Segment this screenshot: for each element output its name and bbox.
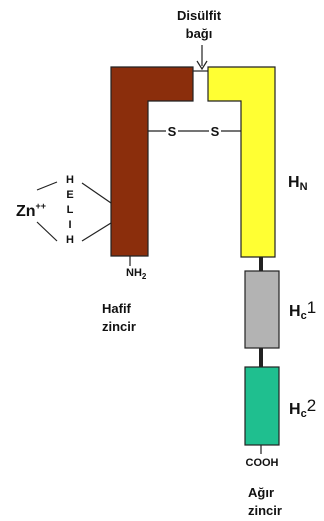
heavy-n-label: HN — [288, 174, 308, 193]
zinc-line-upper-right — [81, 182, 112, 204]
heavy-chain-caption-line2: zincir — [248, 503, 282, 518]
heavy-chain-caption-line1: Ağır — [248, 485, 274, 500]
light-chain-caption-line2: zincir — [102, 319, 136, 334]
hc2-label: Hc2 — [289, 396, 316, 420]
hc2-domain — [244, 366, 280, 446]
helix-letter: I — [68, 219, 71, 231]
zinc-label: Zn++ — [16, 201, 46, 220]
disulfide-label-line1: Disülfit — [177, 8, 222, 23]
helix-letter: H — [66, 234, 74, 246]
zinc-line-upper-left — [36, 181, 58, 191]
helix-letter: E — [66, 189, 73, 201]
light-chain-shape — [110, 66, 194, 257]
helix-letter: H — [66, 174, 74, 186]
zinc-line-lower-right — [81, 222, 112, 242]
light-chain-caption-line1: Hafif — [102, 301, 132, 316]
heavy-chain-n-domain — [207, 66, 276, 258]
disulfide-arrow-head — [196, 60, 208, 71]
ss-bond-s-right: S — [211, 124, 220, 139]
hc1-domain — [244, 270, 280, 349]
zinc-line-lower-left — [36, 221, 58, 242]
ss-bond-s-left: S — [168, 124, 177, 139]
cooh-label: COOH — [246, 457, 279, 469]
hc1-hc2-linker — [259, 348, 263, 367]
hn-hc1-linker — [259, 257, 263, 271]
helix-letter: L — [67, 204, 74, 216]
hc1-label: Hc1 — [289, 298, 316, 322]
disulfide-label-line2: bağı — [186, 26, 213, 41]
nh2-label: NH2 — [126, 267, 147, 281]
